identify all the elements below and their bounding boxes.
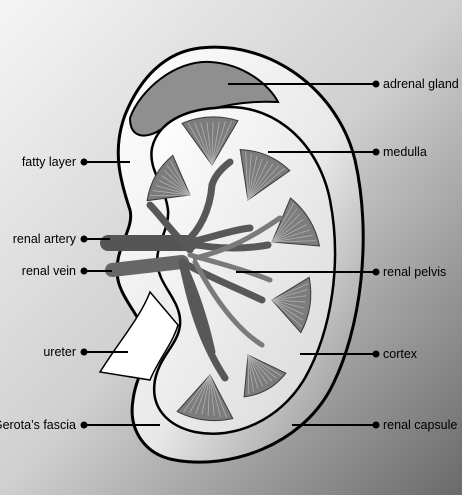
pyramid-striation [271,208,298,243]
label-renal-vein: renal vein [22,264,76,278]
pyramid-striation [247,354,259,390]
pyramid-striation [271,219,304,243]
pyramid-striation [206,122,213,166]
pyramid-striation [271,203,295,243]
adrenal-gland-shape [128,60,280,137]
label-gerotas-fascia: Gerota’s fascia [0,418,76,432]
pyramid-striation [209,374,221,418]
pyramid-striation [271,283,309,301]
renal-vein-trunk [105,255,189,277]
renal-pyramid [181,116,239,166]
pyramid-striation [271,299,306,303]
pyramid-striation [183,374,211,413]
pyramid-striation [155,185,191,196]
pyramid-striation [247,354,250,395]
pyramid-striation [245,151,249,201]
pyramid-striation [211,120,233,166]
pyramid-striation [209,374,227,418]
renal-vessels [100,158,283,382]
pyramid-striation [247,354,264,387]
pyramid-striation [207,374,211,416]
pyramid-striation [158,180,191,196]
vessel-branch [178,258,229,382]
pyramid-striation [271,224,307,243]
pyramid-striation [150,194,191,196]
renal-pyramid [271,197,321,247]
pyramid-striation [271,299,305,309]
pyramid-striation [161,175,191,196]
leader-lines [80,80,380,429]
label-fatty-layer: fatty layer [22,155,76,169]
pyramid-striation [247,354,277,379]
dot-renal-capsule [372,421,380,429]
pelvis-branch [192,259,265,348]
label-medulla: medulla [383,145,427,159]
pyramid-striation [211,121,226,166]
ureter-shape [98,290,179,381]
pyramid-striation [194,122,213,166]
pyramid-striation [247,167,285,201]
vessel-branch [178,258,266,304]
pyramid-striation [247,354,273,382]
renal-pyramid [243,354,287,398]
pyramid-striation [201,374,211,415]
pyramid-striation [200,122,213,166]
medulla-pyramids [146,116,321,422]
pyramid-striation [247,156,258,201]
pyramid-striation [271,234,314,243]
label-renal-pelvis: renal pelvis [383,265,446,279]
pyramid-striation [271,299,303,327]
pyramid-striation [247,165,280,201]
dot-renal-vein [80,267,88,275]
dot-renal-artery [80,235,88,243]
pelvis-branch [192,215,283,261]
pyramid-striation [247,354,254,392]
vessel-branch [208,158,234,189]
pyramid-striation [166,165,191,196]
pyramid-striation [152,190,191,196]
dot-renal-pelvis [372,268,380,276]
dot-medulla [372,148,380,156]
label-renal-artery: renal artery [13,232,77,246]
pyramid-striation [271,299,303,321]
dot-gerotas-fascia [80,421,88,429]
dot-ureter [80,348,88,356]
pyramid-striation [247,154,252,201]
pyramid-striation [247,163,274,201]
pyramid-striation [271,299,304,315]
dot-cortex [372,350,380,358]
pyramid-striation [271,240,317,243]
pyramid-striation [271,213,301,243]
pyramid-striation [271,295,307,301]
pyramid-striation [209,374,215,417]
pyramid-striation [195,374,211,414]
pyramid-striation [271,289,308,301]
vessel-branch [146,201,194,254]
label-cortex: cortex [383,347,418,361]
label-renal-capsule: renal capsule [383,418,457,432]
pyramid-striation [163,170,191,196]
renal-pyramid [146,154,191,202]
pyramid-striation [187,122,213,166]
label-adrenal-gland: adrenal gland [383,77,459,91]
pyramid-striation [169,160,191,196]
pyramid-striation [271,229,310,243]
label-ureter: ureter [43,345,76,359]
pyramid-striation [247,354,268,384]
pyramid-striation [247,354,282,377]
pyramid-striation [211,121,214,166]
pyramid-striation [189,374,211,414]
pyramid-striation [247,160,269,201]
pyramid-striation [247,158,263,201]
pyramid-striation [211,121,220,166]
dot-fatty-layer [80,158,88,166]
dot-adrenal-gland [372,80,380,88]
